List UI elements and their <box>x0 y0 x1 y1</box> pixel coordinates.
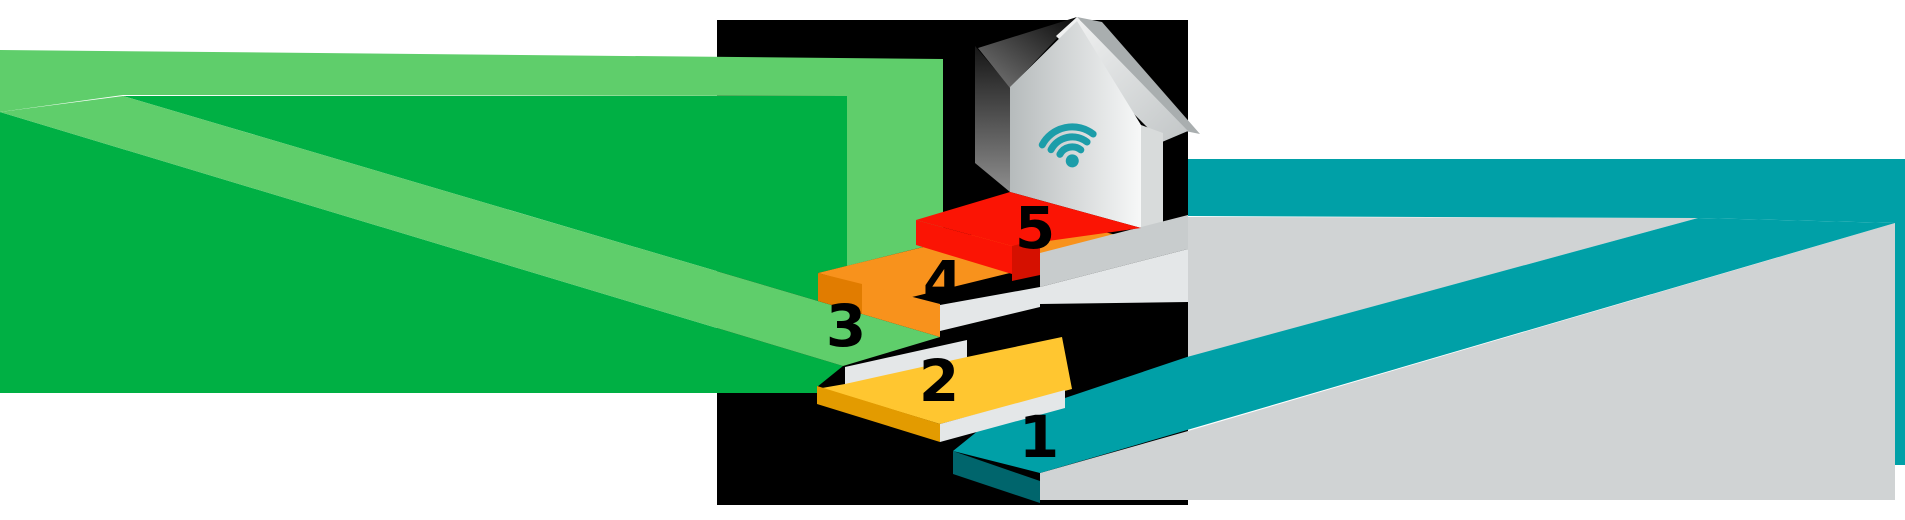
teal-arrow-top-band <box>1188 159 1905 465</box>
step-1-number: 1 <box>1019 403 1059 471</box>
step-4-base-face <box>940 287 1040 331</box>
green-arrow-upper-body <box>123 96 847 301</box>
landing-top-face <box>1040 215 1188 287</box>
step-4-front-face <box>862 284 940 337</box>
landing-front-face <box>1040 249 1188 304</box>
gray-arrow-wedge <box>1188 217 1698 357</box>
step-4-number: 4 <box>923 248 963 316</box>
step-2-number: 2 <box>919 347 959 415</box>
step-2-base-face <box>940 390 1065 442</box>
green-arrow-lower-body <box>0 112 843 393</box>
step-5-side-face <box>1012 239 1040 281</box>
step-2-tread <box>822 337 1072 424</box>
step-2-front-face <box>817 386 940 442</box>
wifi-arc-middle <box>1047 133 1091 154</box>
step-5-tread <box>916 192 1141 246</box>
teal-arrow-stripe-step-1-tread <box>953 218 1895 473</box>
step-3-base-face <box>845 340 967 387</box>
wifi-arc-inner <box>1056 143 1085 158</box>
green-arrow-stripe-step-3-tread <box>0 96 940 366</box>
wifi-icon <box>1038 123 1097 168</box>
house-roof-left-panel <box>978 17 1077 88</box>
house-roof-ridge <box>1077 17 1200 134</box>
step-3-number: 3 <box>826 292 866 360</box>
green-arrow-top-band <box>0 50 943 266</box>
house-left-wall <box>975 46 1010 192</box>
step-4-side-face <box>818 273 862 314</box>
step-5-front-face <box>916 220 1012 274</box>
wifi-arc-outer <box>1038 123 1097 149</box>
gray-arrow-body <box>1040 223 1895 500</box>
wifi-dot <box>1065 154 1079 168</box>
house-right-wall <box>1141 125 1163 236</box>
step-1-front-face <box>953 451 1040 503</box>
step-5-number: 5 <box>1015 194 1055 262</box>
